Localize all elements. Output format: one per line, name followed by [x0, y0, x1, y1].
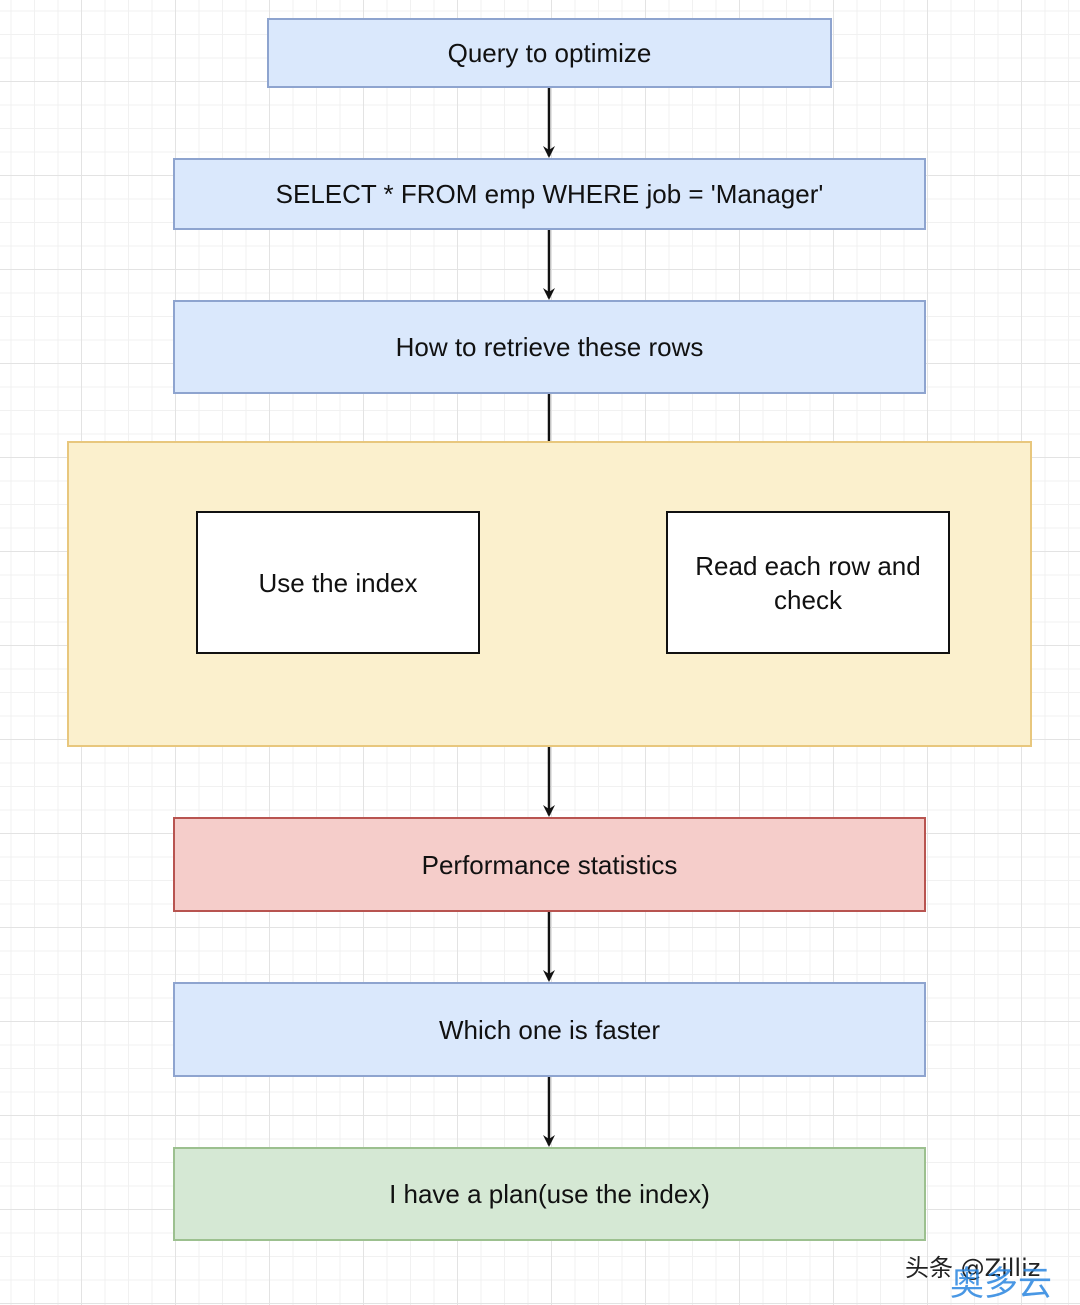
node-use-the-index-label: Use the index	[258, 567, 418, 598]
node-which-is-faster-label: Which one is faster	[438, 1014, 661, 1045]
node-have-a-plan: I have a plan(use the index)	[173, 1147, 926, 1241]
node-use-the-index: Use the index	[196, 511, 480, 654]
node-query-to-optimize: Query to optimize	[267, 18, 832, 88]
node-have-a-plan-label: I have a plan(use the index)	[389, 1179, 710, 1209]
node-performance-statistics: Performance statistics	[173, 817, 926, 912]
node-which-is-faster: Which one is faster	[173, 982, 926, 1077]
node-read-each-row-label: Read each row and check	[695, 550, 921, 615]
watermark-text: 头条 @Zilliz	[905, 1254, 1041, 1282]
node-read-each-row: Read each row and check	[666, 511, 950, 654]
node-query-to-optimize-label: Query to optimize	[447, 38, 652, 68]
node-sql-statement: SELECT * FROM emp WHERE job = 'Manager'	[173, 158, 926, 230]
watermark-logo-text: 奥多云	[950, 1264, 1052, 1304]
node-how-to-retrieve-label: How to retrieve these rows	[395, 332, 704, 362]
node-sql-statement-label: SELECT * FROM emp WHERE job = 'Manager'	[275, 179, 824, 209]
node-performance-statistics-label: Performance statistics	[421, 849, 678, 880]
node-how-to-retrieve: How to retrieve these rows	[173, 300, 926, 394]
